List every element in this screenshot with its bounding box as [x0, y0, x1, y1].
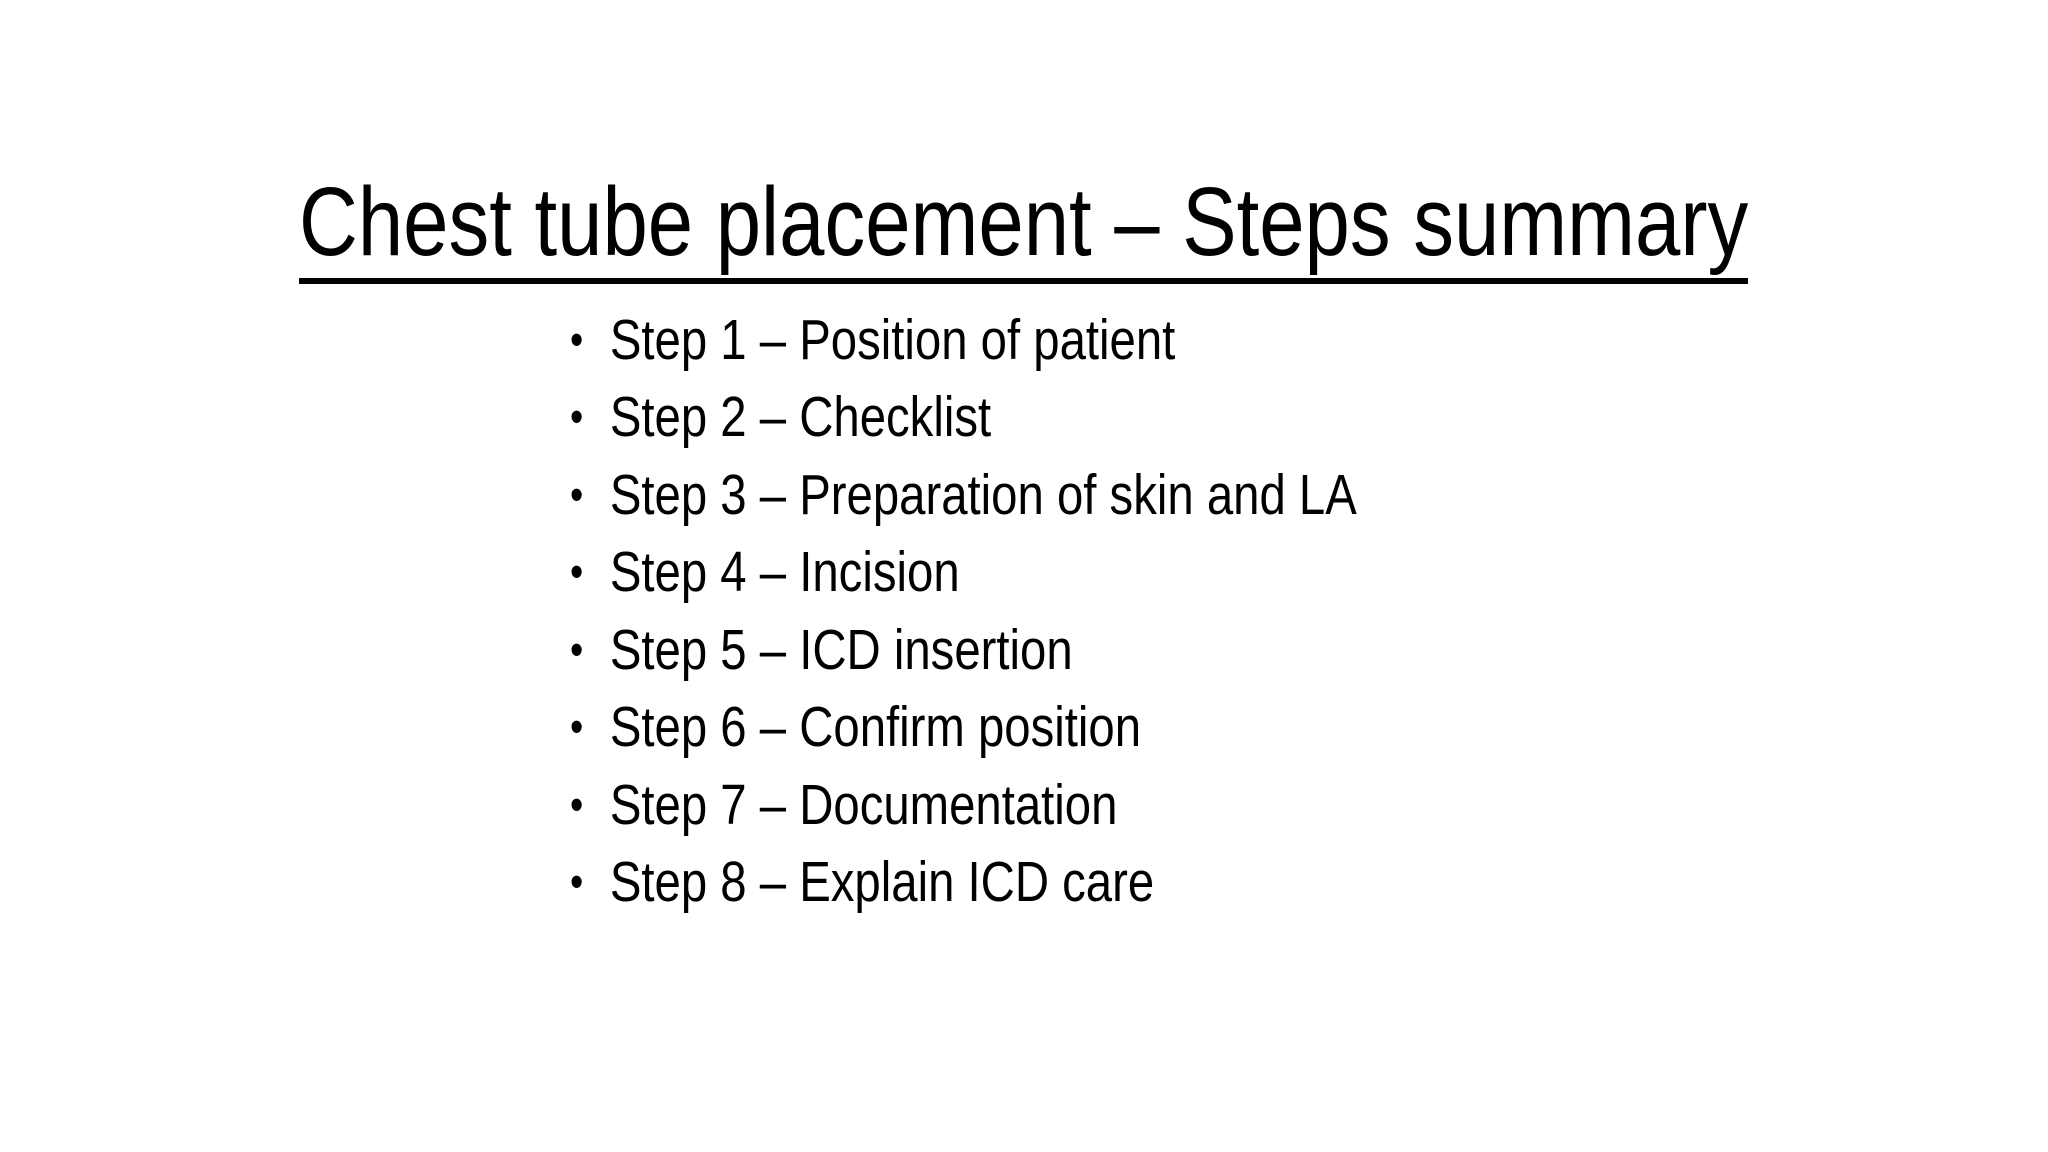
- list-item-text: Step 3 – Preparation of skin and LA: [609, 462, 1357, 527]
- list-item: • Step 8 – Explain ICD care: [570, 844, 1357, 922]
- bullet-icon: •: [570, 313, 584, 365]
- bullet-icon: •: [570, 623, 584, 675]
- list-item-text: Step 2 – Checklist: [609, 385, 992, 450]
- bullet-icon: •: [570, 546, 584, 598]
- list-item: • Step 2 – Checklist: [570, 379, 1357, 457]
- bullet-icon: •: [570, 701, 584, 753]
- list-item-text: Step 6 – Confirm position: [609, 695, 1142, 760]
- bullet-icon: •: [570, 391, 584, 443]
- list-item-text: Step 8 – Explain ICD care: [609, 850, 1155, 915]
- slide-title: Chest tube placement – Steps summary: [0, 168, 2048, 284]
- list-item-text: Step 7 – Documentation: [609, 772, 1118, 837]
- list-item: • Step 7 – Documentation: [570, 766, 1357, 844]
- bullet-icon: •: [570, 468, 584, 520]
- list-item: • Step 4 – Incision: [570, 534, 1357, 612]
- list-item: • Step 1 – Position of patient: [570, 301, 1357, 379]
- list-item: • Step 6 – Confirm position: [570, 689, 1357, 767]
- list-item: • Step 3 – Preparation of skin and LA: [570, 456, 1357, 534]
- steps-list: • Step 1 – Position of patient • Step 2 – C…: [570, 301, 1357, 921]
- list-item-text: Step 5 – ICD insertion: [609, 617, 1073, 682]
- bullet-icon: •: [570, 856, 584, 908]
- bullet-icon: •: [570, 778, 584, 830]
- slide-title-text: Chest tube placement – Steps summary: [299, 168, 1749, 284]
- list-item-text: Step 1 – Position of patient: [609, 307, 1176, 372]
- list-item-text: Step 4 – Incision: [609, 540, 960, 605]
- list-item: • Step 5 – ICD insertion: [570, 611, 1357, 689]
